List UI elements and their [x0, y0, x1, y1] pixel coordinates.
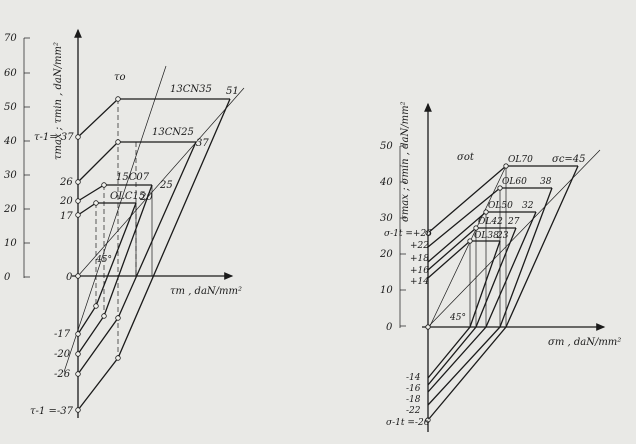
left-tick-30: 30	[4, 170, 17, 181]
left-tick-50: 50	[4, 102, 17, 113]
right-lower-value-14: -14	[406, 373, 421, 383]
left-lower-value-17: -17	[54, 329, 71, 340]
right-material-ol42: OL42	[478, 217, 503, 227]
left-tick-10: 10	[4, 238, 17, 249]
right-material-ol60: OL60	[502, 177, 527, 187]
right-x-axis-label: σm , daN/mm²	[548, 337, 621, 348]
left-scale-ticks	[24, 37, 30, 278]
right-material-ol38-value: 23	[496, 231, 509, 241]
right-lower-value-16: -16	[406, 384, 421, 394]
left-material-olc15-value: 20	[139, 192, 153, 203]
left-tick-70: 70	[4, 33, 17, 44]
right-sigma0-line	[429, 165, 507, 327]
right-tick-30: 30	[380, 213, 393, 224]
left-tick-20: 20	[3, 204, 17, 215]
left-tau0-line	[63, 65, 167, 373]
right-material-ol60-value: 38	[540, 177, 552, 187]
right-tick-10: 10	[380, 285, 393, 296]
right-scale-ticks	[400, 145, 406, 327]
right-haigh-diagram: 50 40 30 20 10 0 σmax ; σmin , daN/mm² σ…	[379, 101, 621, 432]
left-haigh-diagram: 70 60 50 40 30 20 10 0 τmax ; τmin , daN…	[3, 28, 245, 418]
left-upper-value-20: 20	[59, 196, 73, 207]
right-tick-0: 0	[386, 322, 393, 333]
right-upper-value-22: +22	[410, 241, 429, 251]
left-tau0-label: τo	[114, 72, 126, 83]
right-upper-value-14: +14	[410, 277, 429, 287]
left-lower-value-26: -26	[54, 369, 71, 380]
left-upper-value-17: 17	[60, 211, 73, 222]
right-angle-label: 45°	[449, 313, 466, 323]
left-material-15c07-value: 25	[159, 180, 173, 191]
left-material-13cn35-value: 51	[226, 86, 239, 97]
right-tick-20: 20	[379, 249, 393, 260]
right-tick-50: 50	[380, 141, 393, 152]
left-material-olc15: OLC15	[110, 191, 145, 202]
left-knee-points	[75, 96, 121, 413]
right-knee-points	[425, 163, 509, 423]
left-tick-0: 0	[4, 272, 11, 283]
left-material-13cn35: 13CN35	[170, 84, 212, 95]
left-angle-label: 45°	[95, 255, 112, 265]
left-material-15c07: 15C07	[116, 172, 150, 183]
right-tick-40: 40	[379, 177, 393, 188]
right-45deg-line	[427, 149, 601, 328]
right-sigma-c-label: σc=45	[552, 154, 586, 165]
left-tau-lower-label: τ-1 =-37	[30, 406, 74, 417]
right-sigma0-label: σot	[457, 152, 475, 163]
left-45deg-line	[77, 87, 245, 277]
left-upper-limit-lines	[77, 98, 230, 216]
left-projection-lines	[95, 99, 153, 358]
right-material-ol50-value: 32	[522, 201, 534, 211]
right-sigma-lower-label: σ-1t =-26	[386, 418, 430, 428]
right-material-ol70: OL70	[508, 155, 533, 165]
left-y-axis-label: τmax ; τmin , daN/mm²	[53, 42, 64, 160]
right-lower-value-18: -18	[406, 395, 421, 405]
right-material-ol38: OL38	[474, 231, 499, 241]
left-tick-40: 40	[3, 136, 17, 147]
left-material-13cn25-value: 37	[196, 138, 209, 149]
right-material-ol42-value: 27	[507, 217, 520, 227]
left-tick-60: 60	[4, 68, 17, 79]
right-upper-value-16: +16	[410, 266, 429, 276]
left-upper-value-26: 26	[59, 177, 73, 188]
left-zero-label: 0	[66, 272, 73, 283]
right-y-axis-label: σmax ; σmin , daN/mm²	[400, 101, 411, 222]
left-material-13cn25: 13CN25	[152, 127, 194, 138]
right-sigma-upper-label: σ-1t =+26	[384, 229, 432, 239]
right-upper-value-18: +18	[410, 254, 429, 264]
left-tau-upper-label: τ-1= 37	[34, 132, 74, 143]
right-projection-lines	[469, 166, 507, 327]
right-lower-value-22: -22	[406, 406, 421, 416]
right-material-ol50: OL50	[488, 201, 513, 211]
left-x-axis-label: τm , daN/mm²	[170, 286, 242, 297]
left-lower-value-20: -20	[54, 349, 71, 360]
